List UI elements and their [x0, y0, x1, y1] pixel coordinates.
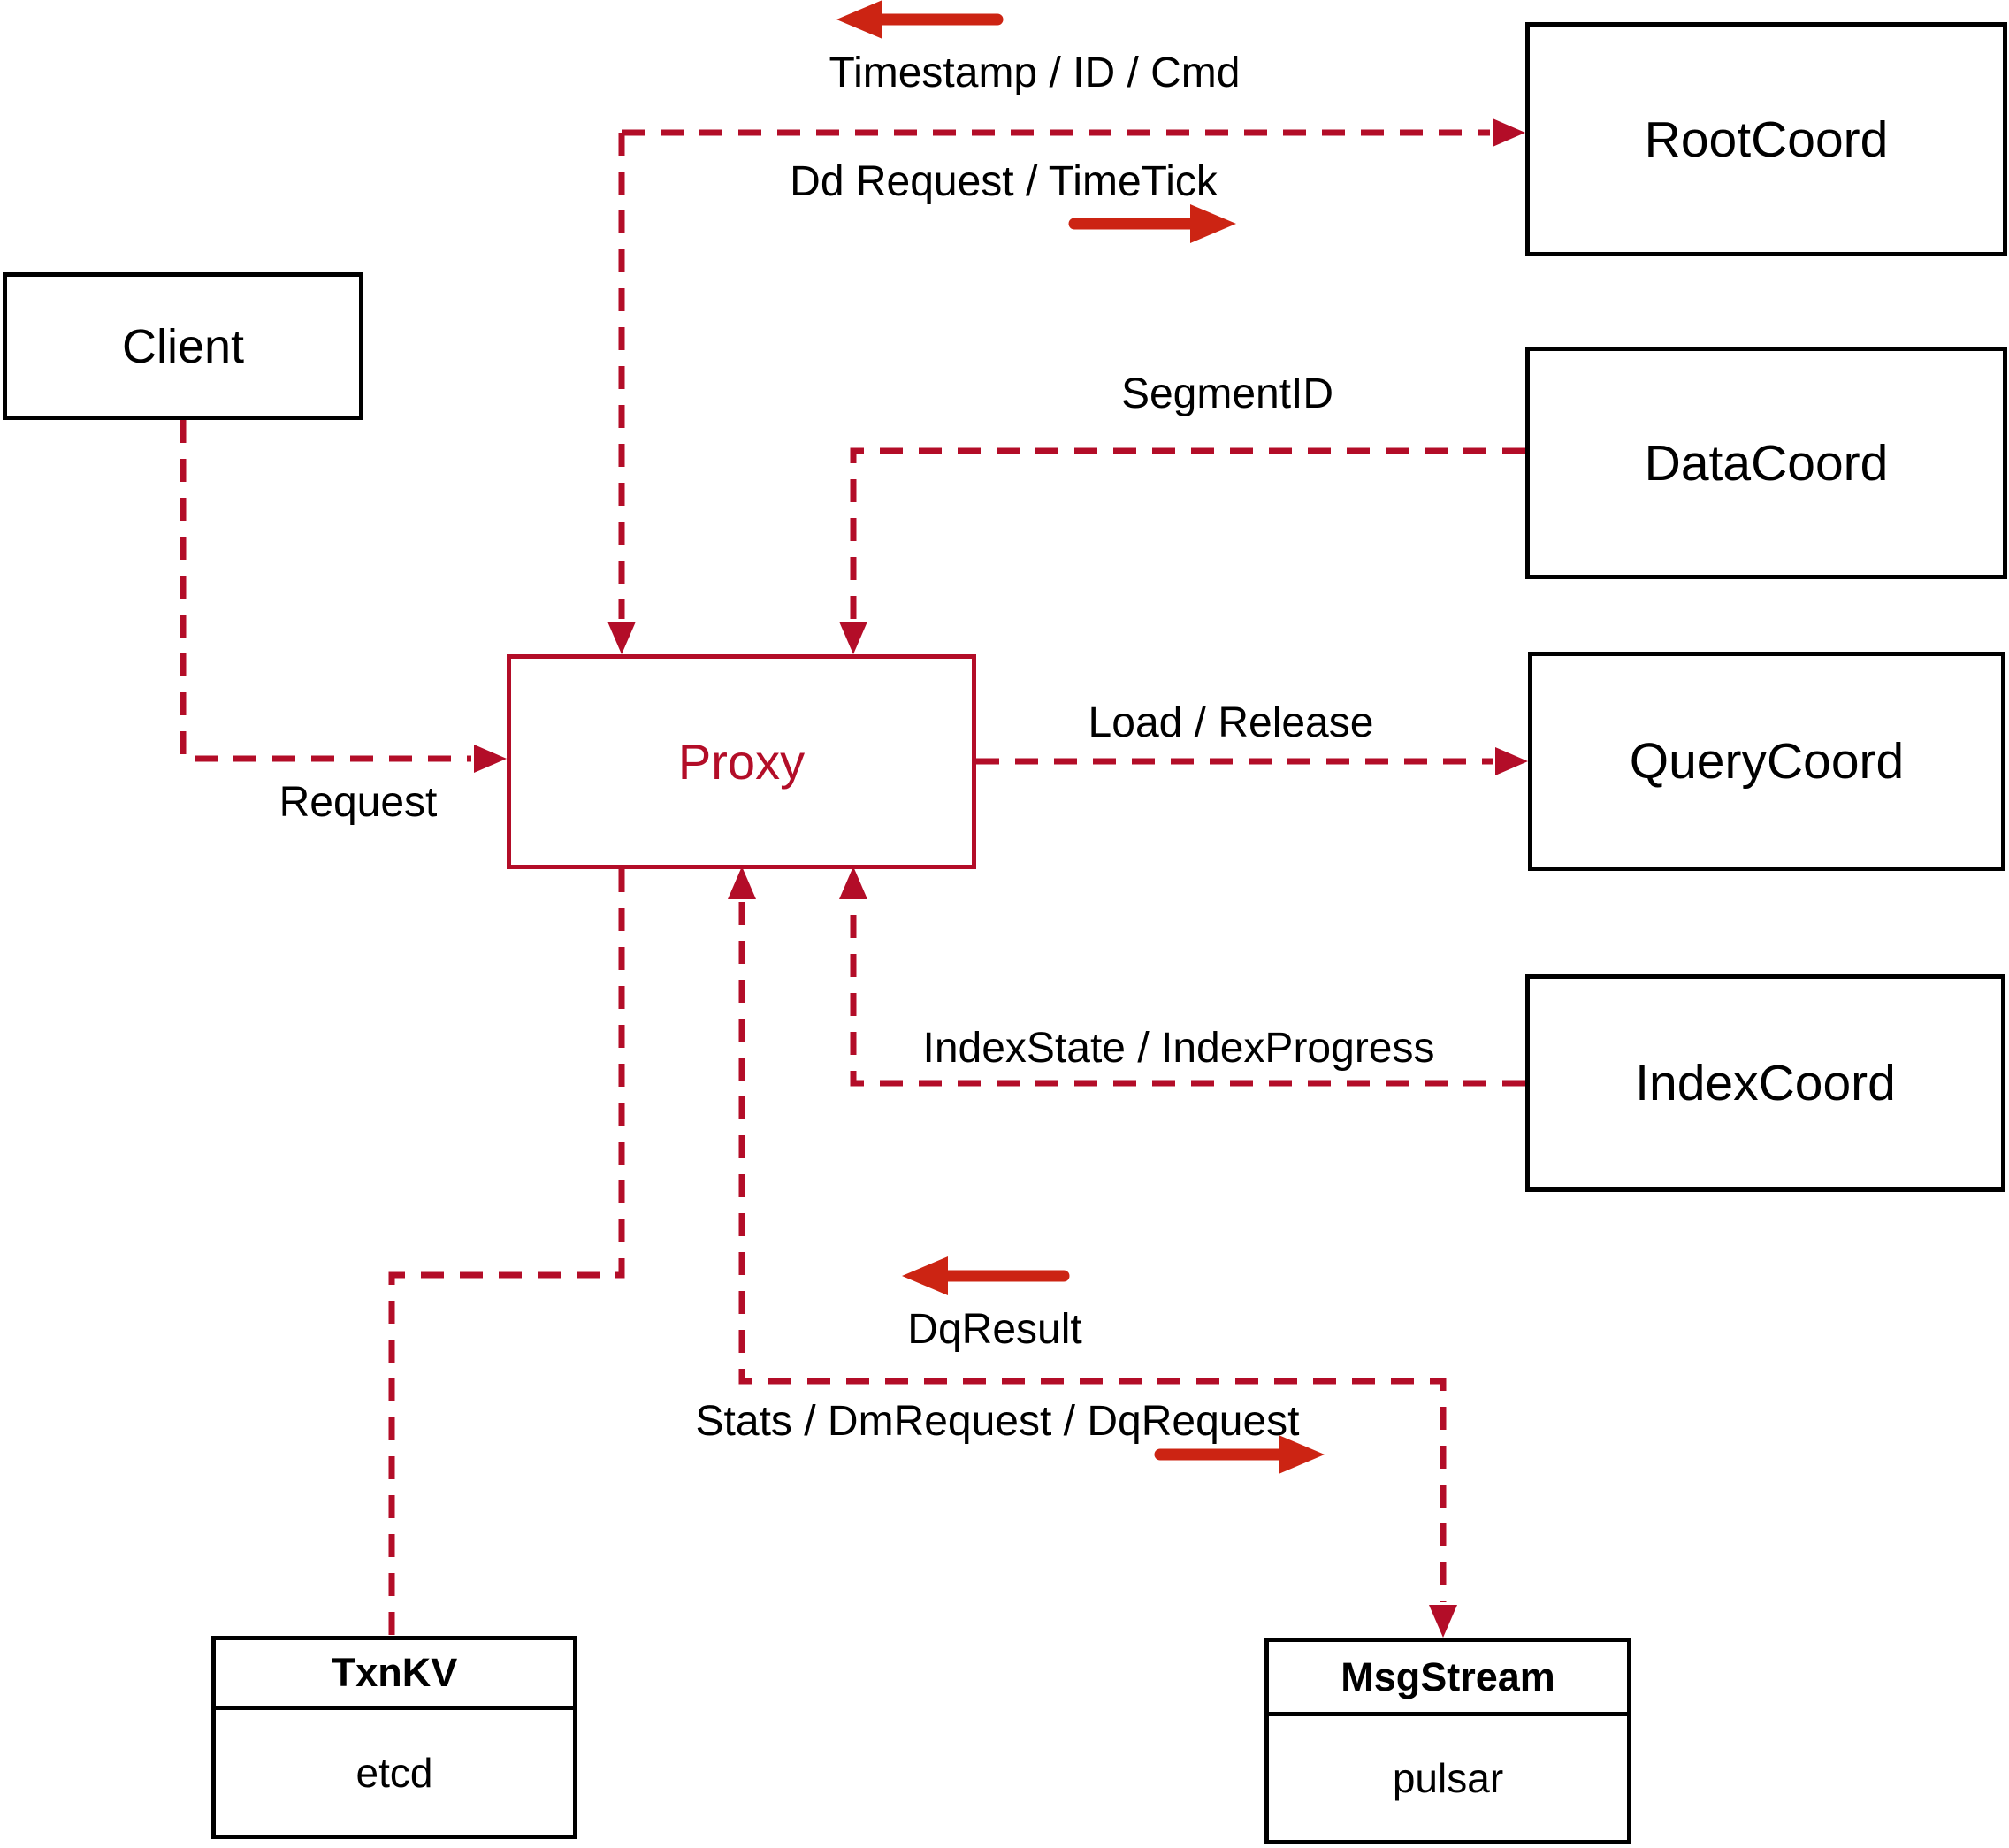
txnkv-node: TxnKV etcd: [211, 1636, 577, 1839]
arrowhead-into-msgstream: [1429, 1605, 1457, 1638]
edge-label-load-release: Load / Release: [1088, 699, 1374, 746]
edge-label-request: Request: [279, 779, 438, 826]
edge-label-dd-request-timetick: Dd Request / TimeTick: [790, 158, 1218, 205]
edge-proxy-msgstream: [738, 902, 1447, 1602]
querycoord-node: QueryCoord: [1528, 652, 2005, 871]
txnkv-body: etcd: [355, 1749, 433, 1796]
edge-label-dqresult: DqResult: [907, 1306, 1082, 1353]
arrowhead-into-proxy-top-right: [839, 622, 867, 654]
arrowhead-into-querycoord: [1495, 747, 1528, 775]
client-label: Client: [121, 319, 245, 373]
edge-label-indexstate-indexprogress: IndexState / IndexProgress: [922, 1025, 1435, 1072]
txnkv-title: TxnKV: [216, 1640, 573, 1710]
datacoord-node: DataCoord: [1525, 347, 2007, 579]
direction-arrow-right-icon-top: [1068, 204, 1236, 243]
querycoord-label: QueryCoord: [1629, 733, 1905, 790]
arrowhead-into-proxy-bottom-right: [839, 867, 867, 899]
edge-indexcoord-to-proxy: [850, 902, 1525, 1087]
rootcoord-node: RootCoord: [1525, 22, 2007, 256]
indexcoord-label: IndexCoord: [1635, 1055, 1896, 1111]
datacoord-label: DataCoord: [1644, 434, 1889, 492]
arrowhead-into-proxy-top-left: [607, 622, 636, 654]
edge-client-to-proxy: [180, 420, 471, 762]
arrowhead-into-proxy-bottom-left: [728, 867, 756, 899]
arrowhead-into-proxy-left: [474, 745, 507, 773]
proxy-label: Proxy: [677, 734, 806, 790]
direction-arrow-right-icon-bottom: [1154, 1435, 1325, 1474]
edge-datacoord-to-proxy: [850, 447, 1525, 619]
edge-proxy-to-txnkv: [388, 869, 625, 1636]
direction-arrow-left-icon-bottom: [902, 1256, 1070, 1295]
proxy-node: Proxy: [507, 654, 976, 869]
indexcoord-node: IndexCoord: [1525, 974, 2005, 1192]
edge-label-stats-dmrequest-dqrequest: Stats / DmRequest / DqRequest: [695, 1398, 1300, 1445]
client-node: Client: [3, 272, 363, 420]
direction-arrow-left-icon-top: [836, 0, 1004, 39]
edge-label-timestamp-id-cmd: Timestamp / ID / Cmd: [829, 50, 1241, 96]
arrowhead-into-rootcoord: [1493, 118, 1525, 147]
msgstream-title: MsgStream: [1269, 1642, 1627, 1716]
edge-label-segmentid: SegmentID: [1120, 370, 1334, 417]
rootcoord-label: RootCoord: [1644, 111, 1889, 168]
msgstream-node: MsgStream pulsar: [1264, 1638, 1631, 1844]
msgstream-body: pulsar: [1392, 1755, 1504, 1801]
